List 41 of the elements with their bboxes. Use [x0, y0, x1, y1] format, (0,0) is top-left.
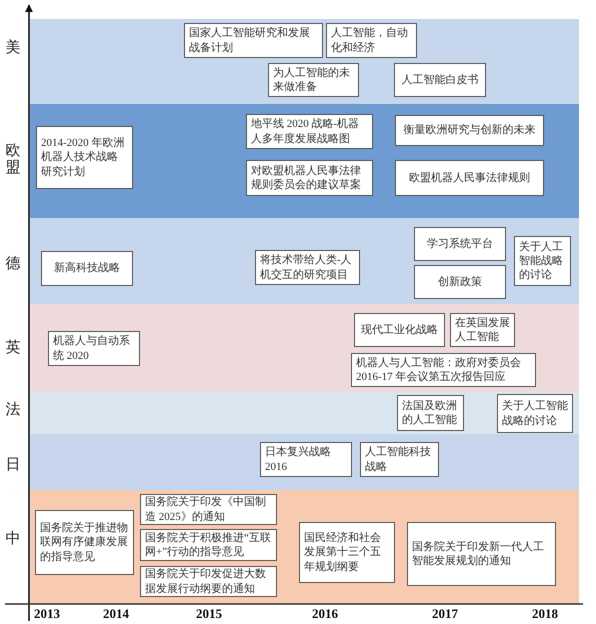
country-label: 日: [5, 456, 21, 474]
year-label: 2013: [34, 606, 60, 621]
policy-box: 在英国发展人工智能: [450, 313, 515, 347]
policy-box: 为人工智能的未来做准备: [268, 63, 359, 97]
country-label: 英: [5, 340, 21, 356]
policy-box: 对欧盟机器人民事法律规则委员会的建议草案: [246, 160, 373, 196]
policy-box: 2014-2020 年欧洲机器人技术战略研究计划: [36, 126, 133, 189]
policy-box: 创新政策: [414, 265, 506, 299]
policy-box: 国务院关于印发《中国制造 2025》的通知: [140, 494, 277, 525]
policy-box: 国民经济和社会发展第十三个五年规划纲要: [299, 522, 395, 583]
policy-box: 学习系统平台: [414, 227, 506, 261]
policy-box: 机器人与人工智能：政府对委员会2016-17 年会议第五次报告回应: [351, 353, 536, 387]
country-label: 欧盟: [5, 143, 21, 177]
policy-box: 关于人工智能战略的讨论: [497, 394, 573, 433]
year-label: 2014: [103, 606, 129, 621]
policy-box: 日本复兴战略2016: [260, 442, 352, 477]
policy-box: 衡量欧洲研究与创新的未来: [395, 115, 544, 146]
policy-box: 机器人与自动系统 2020: [48, 331, 140, 366]
country-label: 中: [5, 530, 21, 548]
policy-box: 欧盟机器人民事法律规则: [395, 160, 544, 196]
policy-box: 人工智能，自动化和经济: [326, 23, 417, 58]
policy-box: 新高科技战略: [41, 251, 133, 286]
policy-box: 人工智能白皮书: [394, 63, 486, 97]
year-label: 2016: [312, 606, 338, 621]
country-label: 美: [5, 40, 21, 56]
policy-box: 法国及欧洲的人工智能: [397, 395, 464, 431]
policy-box: 关于人工智能战略的讨论: [514, 236, 571, 286]
country-label: 德: [5, 256, 21, 272]
policy-box: 现代工业化战略: [354, 313, 445, 347]
policy-box: 人工智能科技战略: [360, 442, 439, 477]
policy-box: 国务院关于印发促进大数据发展行动纲要的通知: [140, 566, 277, 597]
policy-box: 地平线 2020 战略-机器人多年度发展战略图: [246, 114, 373, 149]
year-label: 2018: [532, 606, 558, 621]
year-label: 2015: [196, 606, 222, 621]
policy-box: 将技术带给人类-人机交互的研究项目: [255, 250, 360, 285]
policy-box: 国家人工智能研究和发展战备计划: [184, 23, 323, 58]
policy-box: 国务院关于积极推进“互联网+”行动的指导意见: [140, 529, 277, 561]
policy-box: 国务院关于印发新一代人工智能发展规划的通知: [407, 522, 556, 586]
policy-box: 国务院关于推进物联网有序健康发展的指导意见: [35, 510, 134, 575]
year-label: 2017: [432, 606, 458, 621]
country-label: 法: [5, 402, 21, 418]
